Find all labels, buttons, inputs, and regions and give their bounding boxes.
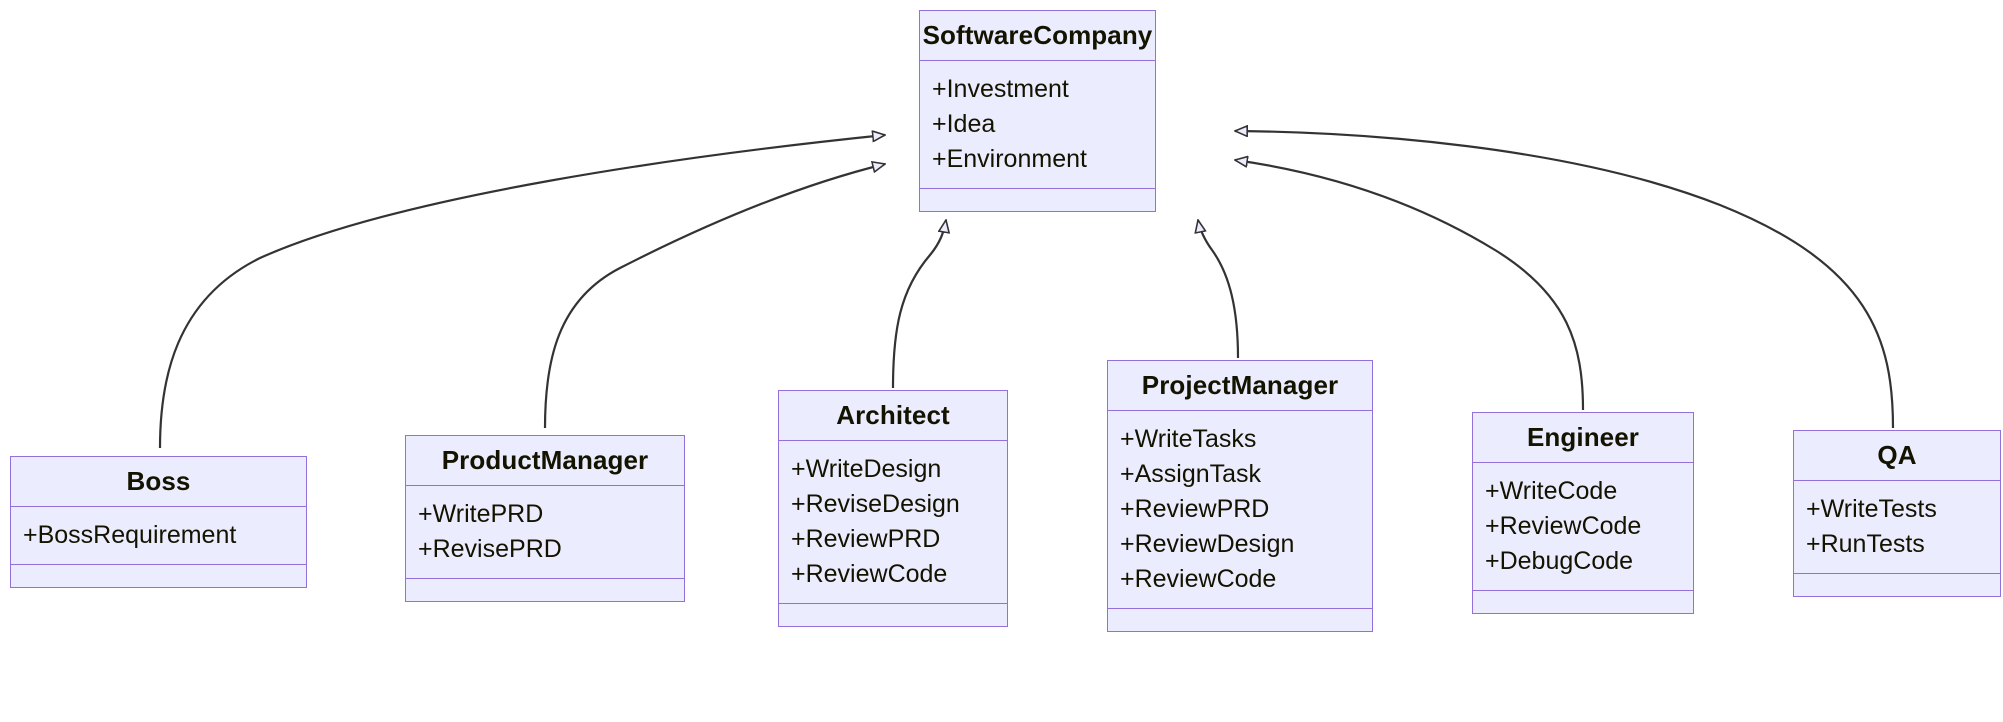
class-title-software-company: SoftwareCompany (920, 11, 1155, 61)
class-attributes-product-manager: +WritePRD +RevisePRD (406, 486, 684, 579)
class-node-architect[interactable]: Architect +WriteDesign +ReviseDesign +Re… (778, 390, 1008, 627)
class-attribute: +DebugCode (1485, 547, 1634, 575)
class-methods-qa (1794, 574, 2000, 596)
class-attributes-project-manager: +WriteTasks +AssignTask +ReviewPRD +Revi… (1108, 411, 1372, 609)
class-attribute: +RevisePRD (418, 535, 562, 563)
edge-boss-to-softwarecompany (158, 135, 885, 449)
class-node-boss[interactable]: Boss +BossRequirement (10, 456, 307, 588)
class-attribute: +AssignTask (1120, 460, 1262, 488)
class-methods-project-manager (1108, 609, 1372, 631)
class-attribute: +ReviewCode (1485, 512, 1642, 540)
class-node-product-manager[interactable]: ProductManager +WritePRD +RevisePRD (405, 435, 685, 602)
class-title-engineer: Engineer (1473, 413, 1693, 463)
class-title-boss: Boss (11, 457, 306, 507)
class-attributes-engineer: +WriteCode +ReviewCode +DebugCode (1473, 463, 1693, 591)
class-title-project-manager: ProjectManager (1108, 361, 1372, 411)
class-attribute: +ReviewDesign (1120, 530, 1295, 558)
class-attributes-qa: +WriteTests +RunTests (1794, 481, 2000, 574)
class-methods-product-manager (406, 579, 684, 601)
class-title-architect: Architect (779, 391, 1007, 441)
class-node-project-manager[interactable]: ProjectManager +WriteTasks +AssignTask +… (1107, 360, 1373, 632)
class-attribute: +BossRequirement (23, 521, 237, 549)
class-attribute: +WriteDesign (791, 455, 942, 483)
class-attributes-software-company: +Investment +Idea +Environment (920, 61, 1155, 189)
class-node-software-company[interactable]: SoftwareCompany +Investment +Idea +Envir… (919, 10, 1156, 212)
class-methods-boss (11, 565, 306, 587)
class-attribute: +WritePRD (418, 500, 544, 528)
class-attribute: +RunTests (1806, 530, 1925, 558)
class-attribute: +WriteTests (1806, 495, 1937, 523)
class-attribute: +WriteCode (1485, 477, 1618, 505)
class-attribute: +ReviseDesign (791, 490, 960, 518)
class-title-qa: QA (1794, 431, 2000, 481)
edge-architect-to-softwarecompany (891, 220, 946, 389)
class-methods-engineer (1473, 591, 1693, 613)
class-attribute: +WriteTasks (1120, 425, 1257, 453)
class-node-engineer[interactable]: Engineer +WriteCode +ReviewCode +DebugCo… (1472, 412, 1694, 614)
class-node-qa[interactable]: QA +WriteTests +RunTests (1793, 430, 2001, 597)
class-attribute: +Environment (932, 145, 1087, 173)
class-attributes-architect: +WriteDesign +ReviseDesign +ReviewPRD +R… (779, 441, 1007, 604)
class-attributes-boss: +BossRequirement (11, 507, 306, 565)
class-methods-software-company (920, 189, 1155, 211)
edge-productmanager-to-softwarecompany (543, 164, 885, 429)
class-attribute: +ReviewCode (791, 560, 948, 588)
class-attribute: +ReviewPRD (791, 525, 941, 553)
class-title-product-manager: ProductManager (406, 436, 684, 486)
class-attribute: +ReviewPRD (1120, 495, 1270, 523)
class-attribute: +ReviewCode (1120, 565, 1277, 593)
class-attribute: +Investment (932, 75, 1069, 103)
class-methods-architect (779, 604, 1007, 626)
class-attribute: +Idea (932, 110, 996, 138)
edge-projectmanager-to-softwarecompany (1198, 220, 1240, 359)
